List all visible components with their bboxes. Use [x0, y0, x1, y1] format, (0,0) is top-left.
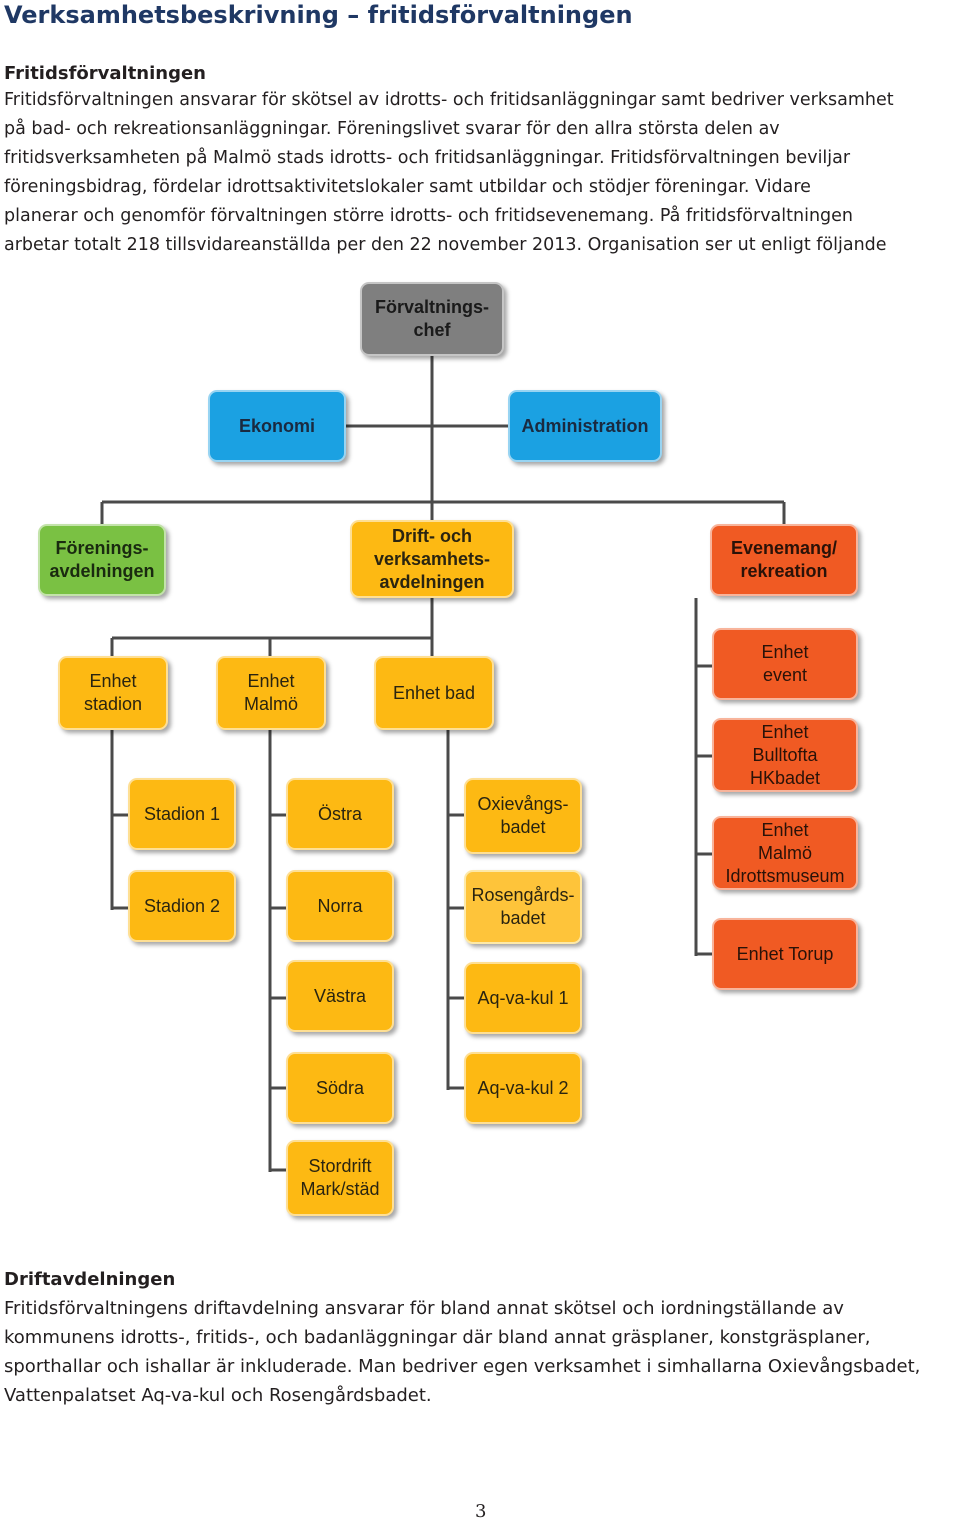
paragraph-line: på bad- och rekreationsanläggningar. För…: [4, 119, 780, 139]
org-box-foreningsavdelningen: Förenings- avdelningen: [38, 524, 166, 596]
org-box-label: Förvaltnings- chef: [374, 297, 489, 340]
org-box-label: Drift- och verksamhets- avdelningen: [373, 525, 491, 592]
paragraph-line: arbetar totalt 218 tillsvidareanställda …: [4, 235, 887, 255]
org-box-label: Östra: [317, 803, 362, 824]
org-box-sodra: Södra: [286, 1052, 394, 1124]
org-box-enhet-malmo: Enhet Malmö: [216, 656, 326, 730]
org-box-ostra: Östra: [286, 778, 394, 850]
org-box-enhet-torup: Enhet Torup: [712, 918, 858, 990]
org-box-label: Stadion 1: [143, 803, 221, 824]
section-paragraph-fritidsforvaltningen: Fritidsförvaltningen ansvarar för skötse…: [4, 86, 960, 260]
org-chart-connectors: [100, 356, 786, 1172]
org-box-evenemang-rekreation: Evenemang/ rekreation: [710, 524, 858, 596]
paragraph-line: fritidsverksamheten på Malmö stads idrot…: [4, 148, 851, 168]
org-box-label: Stadion 2: [143, 895, 221, 916]
org-box-label: Ekonomi: [238, 415, 315, 436]
section-heading-fritidsforvaltningen: Fritidsförvaltningen: [4, 63, 206, 84]
org-box-stadion-2: Stadion 2: [128, 870, 236, 942]
org-box-label: Enhet bad: [392, 682, 476, 703]
paragraph-line: planerar och genomför förvaltningen stör…: [4, 206, 854, 226]
org-box-enhet-bad: Enhet bad: [374, 656, 494, 730]
org-box-label: Enhet Bulltofta HKbadet: [749, 721, 821, 788]
org-box-label: Evenemang/ rekreation: [730, 538, 838, 581]
org-box-label: Enhet stadion: [83, 671, 143, 714]
org-box-drift-och-verksamhetsavdelningen: Drift- och verksamhets- avdelningen: [350, 520, 514, 598]
org-box-label: Aq-va-kul 2: [477, 1077, 569, 1098]
paragraph-line: Vattenpalatset Aq-va-kul och Rosengårdsb…: [4, 1385, 432, 1406]
org-box-label: Enhet Malmö: [243, 671, 298, 714]
org-box-vastra: Västra: [286, 960, 394, 1032]
section-heading-driftavdelningen: Driftavdelningen: [4, 1269, 176, 1290]
org-box-label: Norra: [317, 895, 363, 916]
org-box-label: Rosengårds- badet: [471, 885, 575, 928]
org-box-label: Enhet Torup: [736, 943, 834, 964]
section-paragraph-driftavdelningen: Fritidsförvaltningens driftavdelning ans…: [4, 1294, 960, 1410]
org-box-stadion-1: Stadion 1: [128, 778, 236, 850]
paragraph-line: föreningsbidrag, fördelar idrottsaktivit…: [4, 177, 811, 197]
paragraph-line: Fritidsförvaltningen ansvarar för skötse…: [4, 90, 894, 110]
org-box-ekonomi: Ekonomi: [208, 390, 346, 462]
org-box-norra: Norra: [286, 870, 394, 942]
paragraph-line: Fritidsförvaltningens driftavdelning ans…: [4, 1298, 844, 1319]
paragraph-line: kommunens idrotts-, fritids-, och badanl…: [4, 1327, 871, 1348]
org-box-aq-va-kul-2: Aq-va-kul 2: [464, 1052, 582, 1124]
org-box-label: Oxievångs- badet: [477, 794, 569, 837]
org-box-label: Aq-va-kul 1: [477, 987, 569, 1008]
org-box-enhet-bulltofta-hkbadet: Enhet Bulltofta HKbadet: [712, 718, 858, 792]
org-box-rosengardsbadet: Rosengårds- badet: [464, 870, 582, 944]
org-box-label: Förenings- avdelningen: [49, 538, 155, 581]
org-chart: Förvaltnings- chef Ekonomi Administratio…: [0, 270, 960, 1230]
org-box-enhet-malmo-idrottsmuseum: Enhet Malmö Idrottsmuseum: [712, 816, 858, 890]
org-box-label: Västra: [313, 985, 367, 1006]
org-box-aq-va-kul-1: Aq-va-kul 1: [464, 962, 582, 1034]
document-title: Verksamhetsbeskrivning – fritidsförvaltn…: [4, 1, 633, 29]
page-number: 3: [475, 1501, 487, 1522]
org-box-administration: Administration: [508, 390, 662, 462]
org-box-enhet-stadion: Enhet stadion: [58, 656, 168, 730]
org-box-stordrift-mark-stad: Stordrift Mark/städ: [286, 1140, 394, 1216]
org-box-label: Enhet Malmö Idrottsmuseum: [725, 819, 845, 886]
org-box-enhet-event: Enhet event: [712, 628, 858, 700]
paragraph-line: sporthallar och ishallar är inkluderade.…: [4, 1356, 921, 1377]
org-box-label: Stordrift Mark/städ: [300, 1156, 380, 1199]
org-box-forvaltningschef: Förvaltnings- chef: [360, 282, 504, 356]
org-box-label: Administration: [521, 415, 649, 436]
org-box-label: Södra: [315, 1077, 365, 1098]
org-box-label: Enhet event: [761, 642, 809, 685]
org-box-oxievangsbadet: Oxievångs- badet: [464, 778, 582, 854]
